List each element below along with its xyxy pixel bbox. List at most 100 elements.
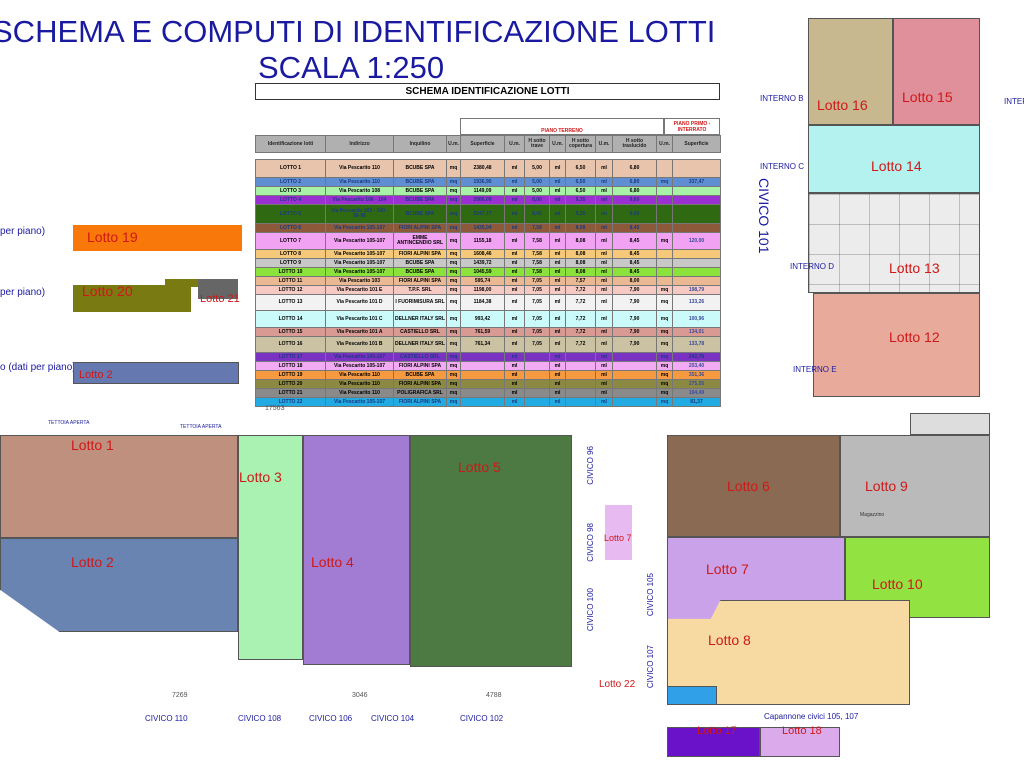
cell-id: LOTTO 2 [255,177,326,187]
cell-um3: ml [549,186,566,196]
cell-um5: mq [656,379,673,389]
dimension: 3046 [352,692,368,699]
cell-cop: 8,08 [565,232,596,250]
cell-um4: ml [595,223,613,233]
lotto-label: Lotto 15 [902,89,953,105]
cell-um: mq [446,397,461,407]
cell-um: mq [446,195,461,205]
cell-trave: 7,58 [524,249,550,259]
cell-trave: 7,58 [524,258,550,268]
lotto-16-block [808,18,893,125]
cell-um5: mq [656,285,673,295]
cell-ten: BCUBE SPA [393,177,447,187]
cell-um: mq [446,186,461,196]
cell-addr: Via Pescarito 101 E [325,285,394,295]
column-header: U.m. [504,135,525,153]
cell-um4: ml [595,159,613,178]
cell-um2: ml [504,195,525,205]
cell-um2: ml [504,285,525,295]
cell-id: LOTTO 15 [255,327,326,337]
cell-id: LOTTO 13 [255,294,326,311]
lotto-2-upper-block [73,362,239,384]
cell-ten: DELLNER ITALY SRL [393,336,447,353]
cell-um5 [656,195,673,205]
column-header: U.m. [656,135,673,153]
civico-label: CIVICO 98 [586,523,595,562]
cell-id: LOTTO 5 [255,204,326,224]
lotto-9-block [840,435,990,537]
dimension: 4788 [486,692,502,699]
civico-label: CIVICO 108 [238,714,282,723]
cell-sup: 5247,77 [460,204,505,224]
building-caption: Capannone civici 105, 107 [764,712,859,721]
cell-cop: 7,72 [565,327,596,337]
cell-um: mq [446,232,461,250]
cell-ten: DELLNER ITALY SRL [393,310,447,328]
cell-um2: ml [504,379,525,389]
cell-addr: Via Pescarito 105-107 [325,232,394,250]
column-header: Superficie [460,135,505,153]
cell-addr: Via Pescarito 105-107 [325,249,394,259]
cell-um2: ml [504,327,525,337]
cell-tras: 9,60 [612,204,657,224]
cell-addr: Via Pescarito 110 [325,159,394,178]
civico-label: CIVICO 100 [586,588,595,632]
cell-ten: I FUORIMISURA SRL [393,294,447,311]
cell-um3: ml [549,336,566,353]
cell-tras [612,379,657,389]
interno-label: INTERNO D [790,262,834,271]
cell-sup2: 134,01 [672,327,721,337]
lotto-label: Lotto 6 [727,478,770,494]
cell-id: LOTTO 3 [255,186,326,196]
cell-addr: Via Pescarito 105-107 [325,223,394,233]
cell-tras [612,370,657,380]
lotto-label: Lotto 1 [71,437,114,453]
cell-sup2 [672,276,721,286]
lotto-19-block [73,225,242,251]
cell-um2: ml [504,310,525,328]
cell-trave: 8,00 [524,204,550,224]
lotto-label: Lotto 16 [817,97,868,113]
cell-sup [460,361,505,371]
cell-trave [524,352,550,362]
cell-um5: mq [656,352,673,362]
cell-addr: Via Pescarito 105-107 [325,258,394,268]
cell-trave [524,370,550,380]
cell-tras: 6,80 [612,186,657,196]
column-header: H sotto trave [524,135,550,153]
dimension: 17563 [265,405,285,412]
cell-um4: ml [595,388,613,398]
cell-um4: ml [595,294,613,311]
cell-trave [524,361,550,371]
lotto-label: Lotto 14 [871,158,922,174]
cell-tras: 8,45 [612,232,657,250]
cell-um5: mq [656,310,673,328]
cell-um: mq [446,177,461,187]
side-label: o (dati per piano) [0,362,76,373]
cell-ten: T.P.F. SRL [393,285,447,295]
plan-text: TETTOIA APERTA [180,424,222,430]
cell-sup: 595,74 [460,276,505,286]
cell-um5: mq [656,232,673,250]
cell-um3: ml [549,285,566,295]
cell-trave [524,388,550,398]
cell-sup: 2066,09 [460,195,505,205]
cell-um4: ml [595,361,613,371]
cell-um5: mq [656,397,673,407]
cell-um: mq [446,361,461,371]
cell-cop [565,352,596,362]
cell-ten: CASTIELLO SRL [393,327,447,337]
cell-tras: 7,90 [612,327,657,337]
cell-cop [565,379,596,389]
lotto-label: Lotto 2 [79,369,113,381]
cell-cop: 6,50 [565,159,596,178]
cell-sup2: 337,47 [672,177,721,187]
lotto-5-block [410,435,572,667]
cell-um3: ml [549,232,566,250]
